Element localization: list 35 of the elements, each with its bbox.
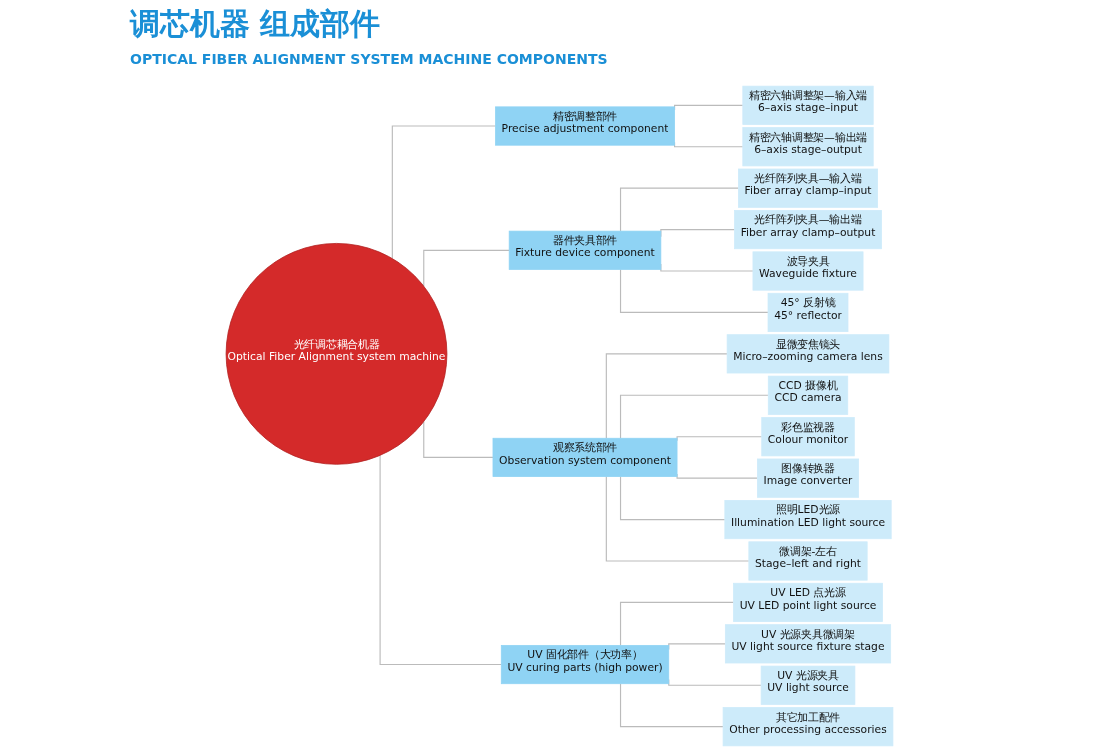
node-box: 光纤阵列夹具—输入端 Fiber array clamp–input xyxy=(738,168,878,208)
node-box: 图像转换器 Image converter xyxy=(757,458,859,498)
node-box: 其它加工配件 Other processing accessories xyxy=(722,707,894,747)
node-box: UV 固化部件（大功率） UV curing parts (high power) xyxy=(500,645,670,685)
connector xyxy=(619,394,769,439)
node-box: 精密六轴调整架—输入端 6–axis stage–input xyxy=(742,85,874,125)
connector xyxy=(605,353,728,439)
connector xyxy=(619,476,726,521)
node-box: 彩色监视器 Colour monitor xyxy=(761,417,855,457)
node-box: UV 光源夹具微调架 UV light source fixture stage xyxy=(724,624,892,664)
node-circle: 光纤调芯耦合机器 Optical Fiber Alignment system machine xyxy=(225,243,448,465)
node-box: 波导夹具 Waveguide fixture xyxy=(752,251,864,291)
title: 调芯机器 组成部件 xyxy=(130,5,382,43)
connector xyxy=(423,421,494,458)
node-box: CCD 摄像机 CCD camera xyxy=(767,375,849,415)
connector xyxy=(619,683,724,728)
node-box: 观察系统部件 Observation system component xyxy=(492,437,678,477)
node-box: 显微变焦镜头 Micro–zooming camera lens xyxy=(726,334,890,374)
node-box: UV 光源夹具 UV light source xyxy=(760,665,856,705)
connector xyxy=(605,476,750,562)
node-box: 照明LED光源 Illumination LED light source xyxy=(724,500,892,540)
subtitle: OPTICAL FIBER ALIGNMENT SYSTEM MACHINE COMPONENTS xyxy=(130,51,608,67)
node-box: 器件夹具部件 Fixture device component xyxy=(508,230,662,270)
node-box: 精密六轴调整架—输出端 6–axis stage–output xyxy=(742,127,874,167)
node-box: 45° 反射镜 45° reflector xyxy=(767,292,849,332)
connector xyxy=(379,454,502,666)
connector xyxy=(619,601,735,646)
node-box: 光纤阵列夹具—输出端 Fiber array clamp–output xyxy=(734,210,882,250)
node-box: 精密调整部件 Precise adjustment component xyxy=(495,106,675,146)
node-box: UV LED 点光源 UV LED point light source xyxy=(733,582,883,622)
connector xyxy=(619,187,739,232)
node-box: 微调架-左右 Stage–left and right xyxy=(748,541,868,581)
connector xyxy=(619,268,769,313)
connector xyxy=(423,249,510,287)
connector xyxy=(391,125,497,260)
